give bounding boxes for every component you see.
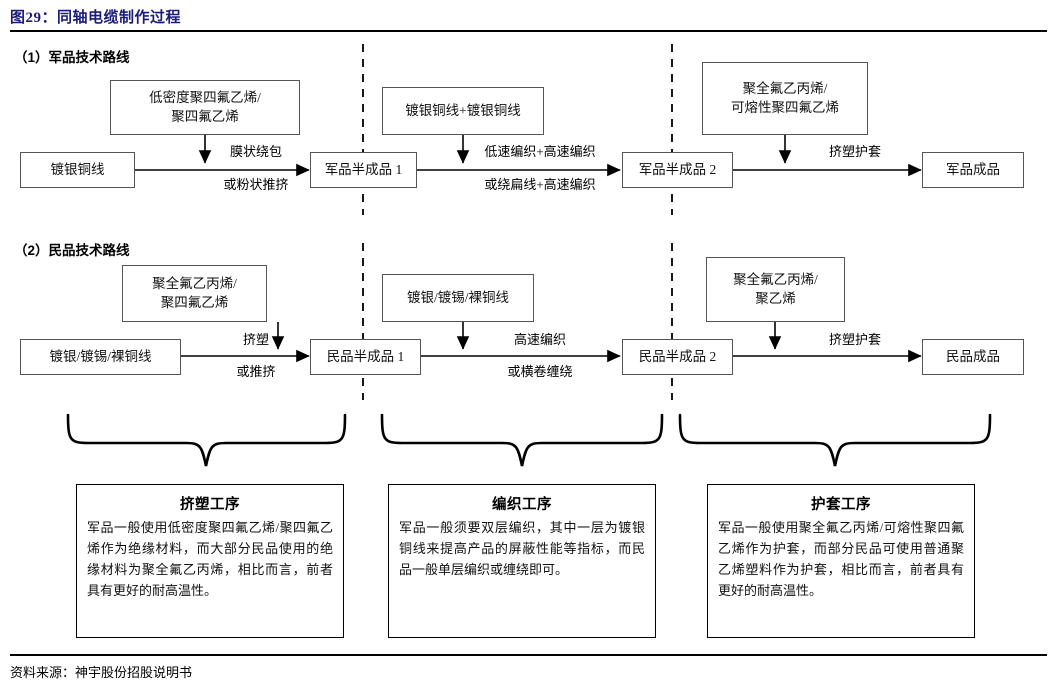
military-edge-2-top: 低速编织+高速编织 <box>484 144 596 159</box>
military-edge-3-label: 挤塑护套 <box>828 144 881 159</box>
military-material-3: 聚全氟乙丙烯/ 可熔性聚四氟乙烯 <box>702 62 868 135</box>
civil-material-3: 聚全氟乙丙烯/ 聚乙烯 <box>706 257 845 322</box>
process-box-extrusion-title: 挤塑工序 <box>180 497 240 513</box>
process-box-sheathing-body: 军品一般使用聚全氟乙丙烯/可熔性聚四氟乙烯作为护套，而部分民品可使用普通聚乙烯塑… <box>718 520 964 599</box>
military-material-1: 低密度聚四氟乙烯/ 聚四氟乙烯 <box>110 80 300 135</box>
civil-semi-2: 民品半成品 2 <box>622 339 733 375</box>
brace-extrusion <box>66 413 347 467</box>
civil-edge-2-bottom: 或横卷缠绕 <box>507 364 573 379</box>
military-edge-2-bottom: 或绕扁线+高速编织 <box>484 177 596 192</box>
civil-edge-1-bottom: 或推挤 <box>236 364 276 379</box>
military-material-2: 镀银铜线+镀银铜线 <box>382 87 544 135</box>
civil-edge-1-top: 挤塑 <box>242 332 269 347</box>
military-semi-2: 军品半成品 2 <box>622 152 733 188</box>
civil-material-2: 镀银/镀锡/裸铜线 <box>382 274 534 322</box>
civil-material-1: 聚全氟乙丙烯/ 聚四氟乙烯 <box>122 265 267 322</box>
process-box-extrusion-body: 军品一般使用低密度聚四氟乙烯/聚四氟乙烯作为绝缘材料，而大部分民品使用的绝缘材料… <box>87 520 333 599</box>
brace-braiding <box>380 413 664 467</box>
military-semi-1: 军品半成品 1 <box>310 152 417 188</box>
source-note: 资料来源：神宇股份招股说明书 <box>10 665 193 680</box>
brace-sheathing <box>678 413 992 467</box>
civil-edge-2-top: 高速编织 <box>513 332 566 347</box>
page-title: 图29：同轴电缆制作过程 <box>10 10 182 26</box>
section-label-civil: （2）民品技术路线 <box>14 243 130 258</box>
header-divider <box>10 30 1047 32</box>
process-box-braiding-title: 编织工序 <box>492 497 552 513</box>
military-edge-1-top: 膜状绕包 <box>229 144 282 159</box>
process-box-braiding: 编织工序 军品一般须要双层编织，其中一层为镀银铜线来提高产品的屏蔽性能等指标，而… <box>388 484 656 638</box>
process-box-braiding-body: 军品一般须要双层编织，其中一层为镀银铜线来提高产品的屏蔽性能等指标，而民品一般单… <box>399 520 645 578</box>
footer-divider <box>10 654 1047 656</box>
civil-output: 民品成品 <box>922 339 1024 375</box>
civil-edge-3-label: 挤塑护套 <box>828 332 881 347</box>
military-output: 军品成品 <box>922 152 1024 188</box>
process-box-sheathing-title: 护套工序 <box>811 497 871 513</box>
civil-input: 镀银/镀锡/裸铜线 <box>20 339 181 375</box>
military-input: 镀银铜线 <box>20 152 135 188</box>
process-box-extrusion: 挤塑工序 军品一般使用低密度聚四氟乙烯/聚四氟乙烯作为绝缘材料，而大部分民品使用… <box>76 484 344 638</box>
process-box-sheathing: 护套工序 军品一般使用聚全氟乙丙烯/可熔性聚四氟乙烯作为护套，而部分民品可使用普… <box>707 484 975 638</box>
section-label-military: （1）军品技术路线 <box>14 50 130 65</box>
military-edge-1-bottom: 或粉状推挤 <box>223 177 289 192</box>
civil-semi-1: 民品半成品 1 <box>310 339 421 375</box>
